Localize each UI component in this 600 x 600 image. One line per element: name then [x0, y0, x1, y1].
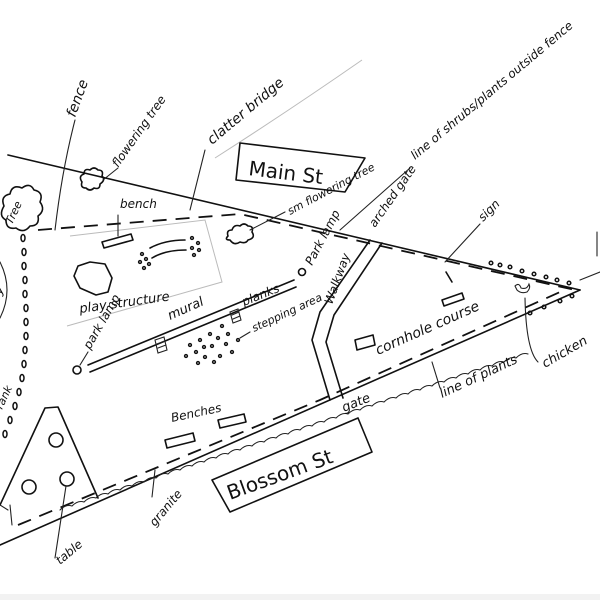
chicken-leader [524, 297, 539, 363]
planks-label: planks [239, 281, 281, 309]
sm-flowering-tree-leader [249, 211, 286, 231]
granite-leader [151, 469, 156, 498]
gate-label: gate [340, 391, 373, 416]
bench-bottom-1 [164, 432, 196, 449]
swing-arc-1 [149, 239, 186, 249]
planks-icon-2 [229, 308, 242, 324]
sign-leader [444, 223, 481, 263]
stepping-area-dots [183, 323, 241, 366]
swing-dots [137, 235, 202, 271]
dotted-path-left [2, 233, 29, 439]
chicken-label: chicken [540, 334, 591, 372]
line-of-plants-leader [431, 361, 441, 389]
table-seat-2 [21, 479, 37, 495]
right-edge-leader [579, 271, 600, 281]
scan-edge [0, 594, 600, 600]
walkway [311, 239, 383, 401]
flowering-tree-label: flowering tree [109, 93, 169, 170]
tree-label: Tree [3, 199, 25, 226]
mural-wall [87, 279, 297, 373]
line-of-shrubs-label: line of shrubs/plants outside fence [408, 18, 576, 162]
sign-label: sign [475, 197, 502, 224]
table-seat-1 [48, 432, 64, 448]
cornhole-course-label: cornhole course [373, 298, 482, 358]
left-partial-shape [0, 261, 8, 319]
bench-bottom-2 [217, 413, 247, 429]
flowering-tree-leader [102, 167, 119, 181]
shrubs-outside-fence [488, 260, 575, 316]
line-of-plants [59, 352, 529, 511]
clatter-bridge-label: clatter bridge [204, 75, 287, 148]
benches-label: Benches [170, 401, 223, 425]
table-leader [54, 485, 67, 559]
left-partial-label-1: ry [0, 283, 8, 302]
flowering-tree-icon [79, 167, 105, 191]
bench-label: bench [120, 197, 157, 211]
shrubs-leader [339, 167, 411, 231]
fence-leader [54, 119, 76, 231]
sign-icon [445, 271, 453, 283]
walkway-label: Walkway [322, 250, 354, 306]
left-bench-stub [0, 504, 13, 526]
clatter-bridge-line [214, 59, 363, 159]
triangle-table [0, 406, 99, 506]
table-seat-3 [59, 471, 75, 487]
planks-icon [154, 336, 168, 354]
cornhole-board-1 [441, 292, 465, 307]
fence-label: fence [64, 77, 92, 119]
cornhole-board-2 [354, 334, 376, 351]
tree-icon [0, 184, 44, 232]
main-st-label: Main St [247, 156, 324, 189]
play-structure-icon [73, 261, 113, 296]
sm-flowering-tree-icon [225, 223, 255, 245]
clatter-bridge-leader [189, 149, 206, 211]
bench-icon [101, 233, 134, 249]
line-of-plants-label: line of plants [437, 352, 520, 401]
park-lamp-top-icon [297, 267, 307, 277]
play-area-outline [66, 219, 223, 327]
stepping-area-leader [239, 331, 251, 339]
chicken-icon [514, 282, 531, 294]
park-lamp-left-icon [72, 365, 82, 375]
swing-arc-2 [151, 249, 187, 259]
blossom-st-edge [0, 289, 581, 546]
park-lamp-left-leader [79, 351, 89, 366]
fence-bottom [17, 291, 561, 526]
blossom-st-sign: Blossom St [211, 417, 373, 513]
